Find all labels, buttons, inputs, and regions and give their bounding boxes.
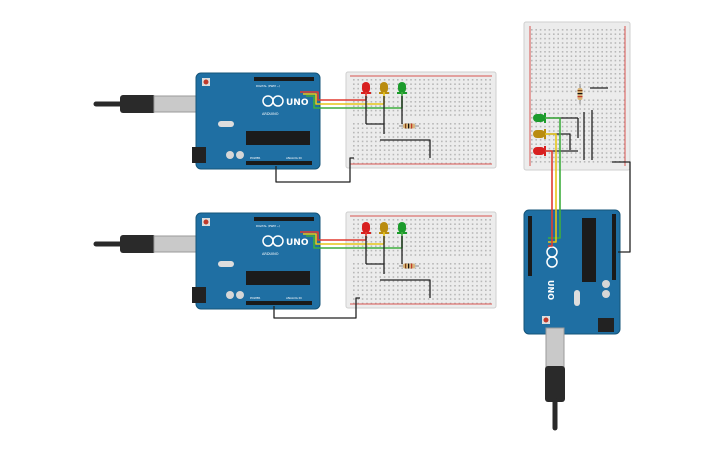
svg-text:DIGITAL (PWM ~): DIGITAL (PWM ~) bbox=[256, 224, 280, 228]
breadboard-3[interactable] bbox=[523, 21, 631, 171]
svg-text:POWER: POWER bbox=[250, 296, 260, 300]
wire-green-3[interactable] bbox=[545, 117, 561, 239]
resistor-3[interactable] bbox=[577, 84, 583, 104]
svg-text:ANALOG IN: ANALOG IN bbox=[286, 156, 302, 160]
wire-black-2[interactable] bbox=[273, 297, 360, 319]
svg-text:DIGITAL (PWM ~): DIGITAL (PWM ~) bbox=[256, 84, 280, 88]
usb-cable-3[interactable] bbox=[545, 327, 565, 431]
wire-black-2b[interactable] bbox=[365, 236, 431, 298]
circuit-bottom-left: UNO ARDUINO DIGITAL (PWM ~) POWER ANALOG IN bbox=[93, 211, 497, 319]
resistor-2[interactable] bbox=[399, 263, 419, 269]
arduino-uno-3[interactable]: UNO bbox=[523, 209, 621, 335]
svg-text:UNO: UNO bbox=[286, 238, 309, 248]
wire-red-3[interactable] bbox=[545, 150, 553, 247]
circuit-right: UNO bbox=[523, 21, 631, 431]
wire-black-3[interactable] bbox=[612, 161, 631, 253]
usb-cable-1[interactable] bbox=[93, 95, 199, 113]
svg-text:ARDUINO: ARDUINO bbox=[262, 112, 279, 116]
arduino-uno-1[interactable]: UNO ARDUINO DIGITAL (PWM ~) POWER ANALOG IN bbox=[192, 72, 321, 170]
circuit-top-left: UNO ARDUINO DIGITAL (PWM ~) POWER ANALOG IN bbox=[93, 71, 497, 183]
svg-text:UNO: UNO bbox=[286, 98, 309, 108]
svg-text:UNO: UNO bbox=[546, 280, 555, 300]
usb-cable-2[interactable] bbox=[93, 235, 199, 253]
arduino-uno-2[interactable]: UNO ARDUINO DIGITAL (PWM ~) POWER ANALOG IN bbox=[192, 212, 321, 310]
svg-text:ANALOG IN: ANALOG IN bbox=[286, 296, 302, 300]
svg-text:ARDUINO: ARDUINO bbox=[262, 252, 279, 256]
wire-black-3b[interactable] bbox=[546, 87, 608, 160]
wire-black-1[interactable] bbox=[275, 157, 354, 183]
wire-black-1b[interactable] bbox=[365, 96, 431, 158]
svg-text:POWER: POWER bbox=[250, 156, 260, 160]
resistor-1[interactable] bbox=[399, 123, 419, 129]
